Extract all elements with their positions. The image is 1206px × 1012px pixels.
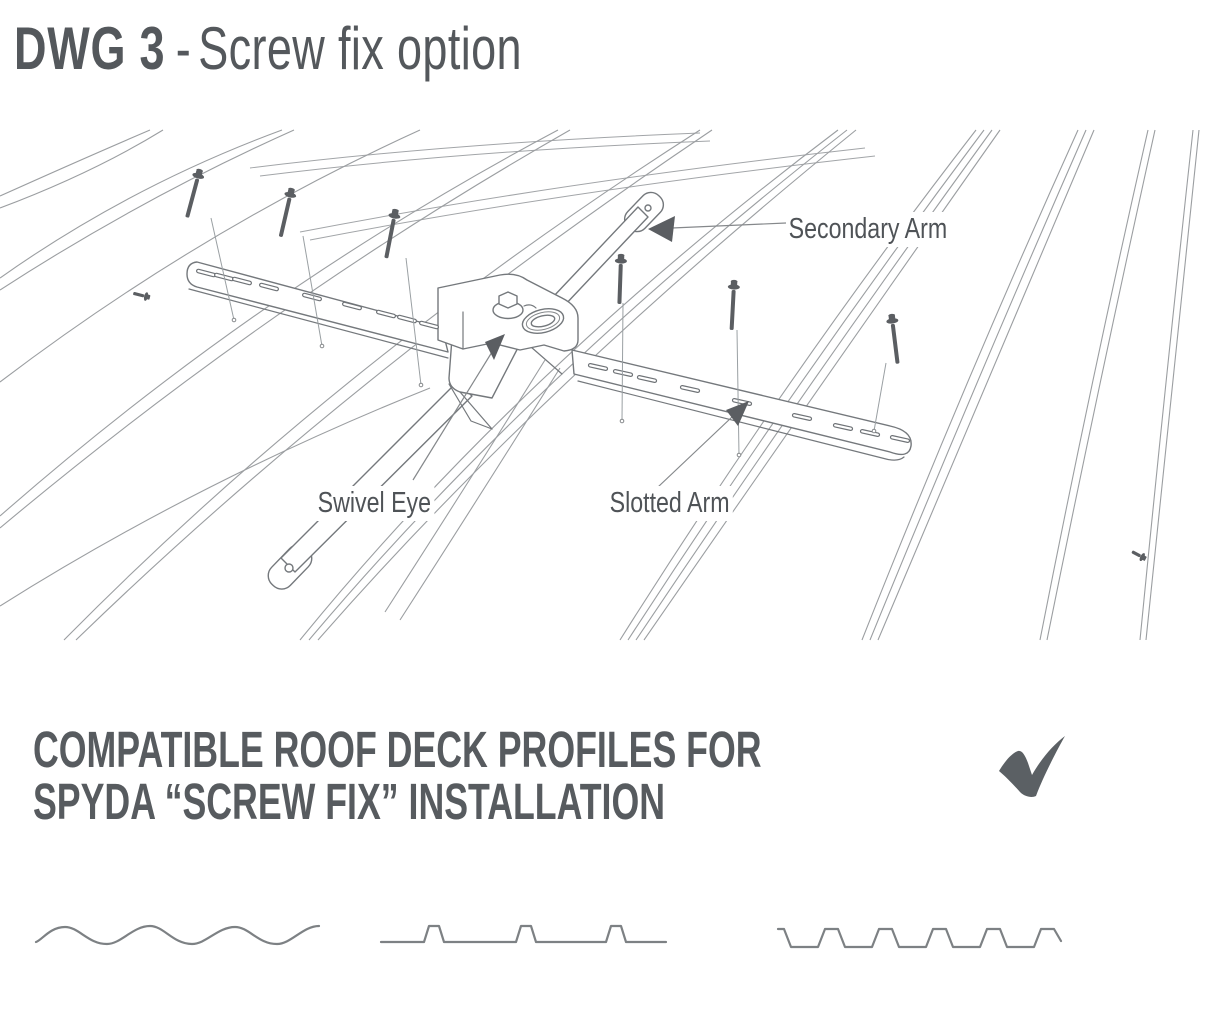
screw-icon	[727, 279, 740, 330]
callout-arrows	[412, 216, 787, 488]
left-arm-slots	[196, 268, 440, 330]
screw-icon	[279, 187, 297, 237]
secondary-arm-far	[552, 191, 665, 308]
roof-profile-drawings	[34, 924, 1063, 949]
title-subtitle: Screw fix option	[198, 15, 522, 82]
secondary-arm-label: Secondary Arm	[787, 212, 951, 247]
screw-icon	[886, 313, 900, 364]
loose-screw-icon	[1131, 550, 1147, 562]
screw-icon	[614, 253, 627, 304]
eye-ring	[521, 308, 565, 334]
swivel-eye-arrow-icon	[485, 334, 505, 360]
corrugated-profile	[34, 924, 321, 946]
screw-icon	[384, 208, 401, 259]
slotted-arm-arrow-icon	[726, 401, 749, 426]
slotted-arm-label: Slotted Arm	[608, 486, 733, 521]
page-title: DWG 3-Screw fix option	[14, 14, 522, 83]
square-rib-profile	[776, 927, 1063, 949]
secondary-arm-near	[267, 381, 473, 590]
drawing-number: DWG 3	[14, 15, 166, 82]
secondary-arm-arrow-icon	[648, 216, 675, 242]
section-heading: COMPATIBLE ROOF DECK PROFILES FOR SPYDA …	[33, 724, 762, 828]
loose-screw-icon	[133, 292, 151, 301]
bolt-head	[498, 291, 518, 309]
trapezoidal-rib-profile	[379, 924, 668, 944]
section-heading-line2: SPYDA “SCREW FIX” INSTALLATION	[33, 773, 666, 830]
arm-end-hole	[284, 563, 294, 573]
roof-deck-seam-lines	[0, 129, 1200, 641]
swivel-eye	[492, 291, 565, 334]
right-arm-slots	[587, 362, 911, 444]
arm-end-hole	[644, 204, 652, 212]
right-slotted-arm	[522, 339, 912, 461]
installation-screws	[133, 168, 1147, 562]
swivel-eye-label: Swivel Eye	[316, 486, 435, 521]
section-heading-line1: COMPATIBLE ROOF DECK PROFILES FOR	[33, 721, 762, 778]
screw-icon	[185, 168, 205, 218]
check-icon	[999, 736, 1065, 797]
title-separator: -	[175, 15, 191, 82]
